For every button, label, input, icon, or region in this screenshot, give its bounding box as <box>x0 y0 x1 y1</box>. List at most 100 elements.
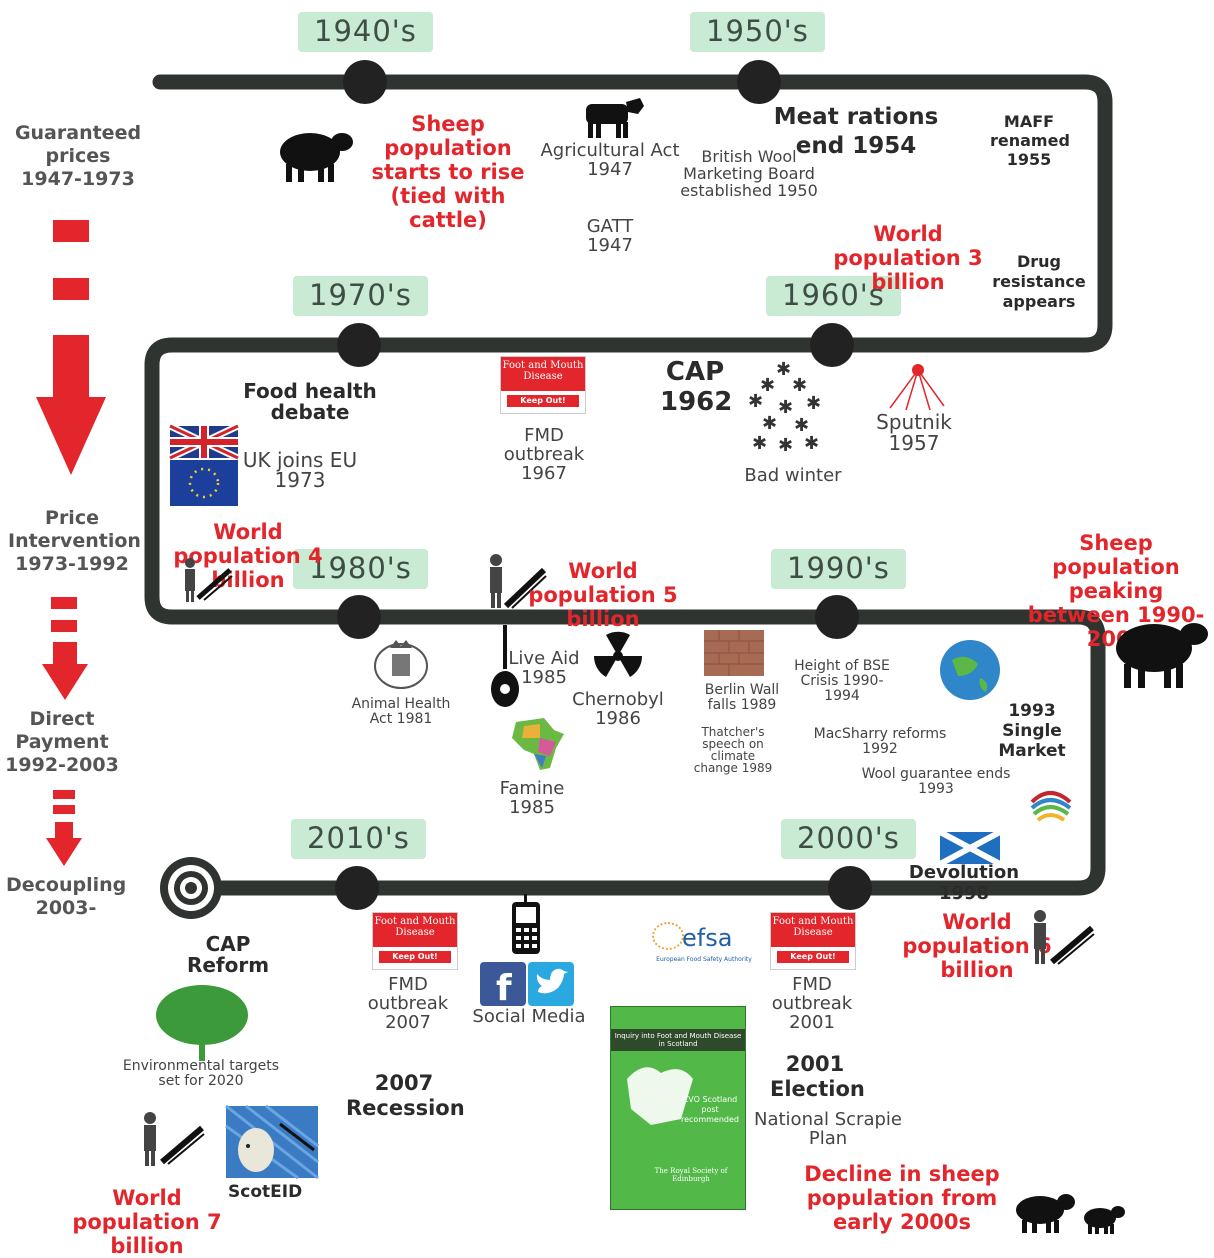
event-thatcher: Thatcher's speech on climate change 1989 <box>693 725 773 775</box>
decade-label-1940: 1940's <box>298 12 433 52</box>
twitter-icon <box>528 962 574 1006</box>
person-ladder-icon <box>1034 910 1095 965</box>
decade-dot-2010 <box>335 866 379 910</box>
svg-text:✱: ✱ <box>762 413 777 434</box>
report-org: The Royal Society of Edinburgh <box>654 1167 728 1183</box>
event-wool-guarantee: Wool guarantee ends 1993 <box>861 766 1011 797</box>
brick-wall-icon <box>704 630 764 676</box>
event-sheep-decline: Decline in sheep population from early 2… <box>804 1162 1000 1234</box>
event-food-health: Food health debate <box>243 379 377 424</box>
decade-dot-1980 <box>337 595 381 639</box>
policy-decoupling: Decoupling 2003- <box>6 874 127 919</box>
fmd-badge-sub: Keep Out! <box>777 951 849 963</box>
dash-arrow-2-seg <box>51 597 77 609</box>
event-drug-resistance: Drug resistance appears <box>992 252 1086 311</box>
event-wool-board: British Wool Marketing Board established… <box>680 147 818 200</box>
decade-dot-1950 <box>737 60 781 104</box>
decade-label-2000: 2000's <box>781 819 916 859</box>
arrow-down-icon <box>46 822 82 866</box>
rio-earth-summit-logo-icon <box>940 640 1000 700</box>
fmd-badge-2007: Foot and Mouth Disease Keep Out! <box>372 912 458 970</box>
fmd-badge-1967: Foot and Mouth Disease Keep Out! <box>500 356 586 414</box>
svg-text:✱: ✱ <box>794 415 809 436</box>
tree-icon <box>156 985 248 1061</box>
event-gatt: GATT 1947 <box>586 216 634 256</box>
event-animal-health: Animal Health Act 1981 <box>351 696 451 727</box>
event-live-aid: Live Aid 1985 <box>508 648 580 688</box>
event-bse: Height of BSE Crisis 1990-1994 <box>794 658 890 704</box>
event-cap-reform: CAP Reform <box>186 932 270 977</box>
sheep-icon <box>280 133 353 182</box>
event-recession: 2007 Recession <box>346 1071 465 1120</box>
event-chernobyl: Chernobyl 1986 <box>572 689 664 729</box>
event-world-pop-4: World population 4 billion <box>173 520 323 592</box>
fmd-badge-title: Foot and Mouth Disease <box>373 913 457 947</box>
fmd-badge-sub: Keep Out! <box>507 395 579 407</box>
wto-logo-icon <box>1030 791 1072 822</box>
svg-text:✱: ✱ <box>748 391 763 412</box>
dash-arrow-3-seg <box>53 790 75 799</box>
decade-label-2010: 2010's <box>291 819 426 859</box>
event-social-media: Social Media <box>472 1006 586 1027</box>
sheep-icon <box>1016 1194 1075 1233</box>
decade-dot-1940 <box>343 60 387 104</box>
dash-arrow-1-seg <box>53 220 89 242</box>
event-scrapie: National Scrapie Plan <box>754 1109 902 1149</box>
event-devolution: Devolution 1998 <box>908 862 1020 904</box>
efsa-logo-sub: European Food Safety Authority <box>656 956 752 963</box>
event-election-2001: 2001 Election <box>770 1052 865 1101</box>
svg-text:✱: ✱ <box>776 359 791 380</box>
dash-arrow-2-seg <box>51 620 77 632</box>
policy-guaranteed-prices: Guaranteed prices 1947-1973 <box>14 122 142 190</box>
event-agri-act: Agricultural Act 1947 <box>540 140 680 180</box>
event-fmd-1967: FMD outbreak 1967 <box>503 425 585 484</box>
decade-dot-1990 <box>815 595 859 639</box>
event-maff: MAFF renamed 1955 <box>990 112 1070 169</box>
decade-label-1950: 1950's <box>690 12 825 52</box>
svg-text:✱: ✱ <box>778 435 793 456</box>
fmd-inquiry-report: Inquiry into Foot and Mouth Disease in S… <box>610 1006 746 1210</box>
decade-dot-2000 <box>828 866 872 910</box>
svg-text:✱: ✱ <box>804 433 819 454</box>
event-world-pop-5: World population 5 billion <box>528 559 678 631</box>
facebook-icon: f <box>480 962 526 1009</box>
person-ladder-icon <box>144 1112 205 1166</box>
scoteid-sheep-photo-icon <box>225 1104 319 1180</box>
decade-label-1980: 1980's <box>293 549 428 589</box>
decade-label-1990: 1990's <box>771 549 906 589</box>
royal-crest-icon <box>374 640 428 689</box>
fmd-badge-2001: Foot and Mouth Disease Keep Out! <box>770 912 856 970</box>
fmd-badge-sub: Keep Out! <box>379 951 451 963</box>
event-uk-eu: UK joins EU 1973 <box>242 448 358 492</box>
event-macsharry: MacSharry reforms 1992 <box>813 726 947 757</box>
event-bad-winter: Bad winter <box>744 465 842 486</box>
decade-dot-1960 <box>810 323 854 367</box>
fmd-badge-title: Foot and Mouth Disease <box>501 357 585 391</box>
report-subtitle: CVO Scotland post recommended <box>681 1095 739 1124</box>
event-fmd-2007: FMD outbreak 2007 <box>367 974 449 1033</box>
cow-icon <box>586 98 644 138</box>
target-icon <box>160 857 222 919</box>
report-title: Inquiry into Foot and Mouth Disease in S… <box>611 1029 745 1051</box>
radiation-icon <box>593 631 643 677</box>
sputnik-icon <box>889 364 945 411</box>
event-env-targets: Environmental targets set for 2020 <box>122 1058 280 1089</box>
policy-price-intervention: Price Intervention 1973-1992 <box>8 507 141 575</box>
svg-text:✱: ✱ <box>752 433 767 454</box>
svg-text:✱: ✱ <box>778 397 793 418</box>
eu-flag-icon <box>170 460 238 506</box>
svg-text:✱: ✱ <box>760 375 775 396</box>
event-single-market: 1993 Single Market <box>998 701 1066 761</box>
person-ladder-icon <box>185 558 233 602</box>
svg-text:f: f <box>496 968 512 1009</box>
event-world-pop-3: World population 3 billion <box>833 222 983 294</box>
event-sputnik: Sputnik 1957 <box>876 410 952 455</box>
event-cap-1962: CAP 1962 <box>660 357 733 417</box>
decade-label-1960: 1960's <box>766 276 901 316</box>
arrow-down-icon <box>42 642 88 700</box>
decade-dot-1970 <box>337 323 381 367</box>
lamb-icon <box>1084 1206 1125 1234</box>
efsa-logo: efsa European Food Safety Authority <box>652 922 756 966</box>
event-fmd-2001: FMD outbreak 2001 <box>771 974 853 1033</box>
